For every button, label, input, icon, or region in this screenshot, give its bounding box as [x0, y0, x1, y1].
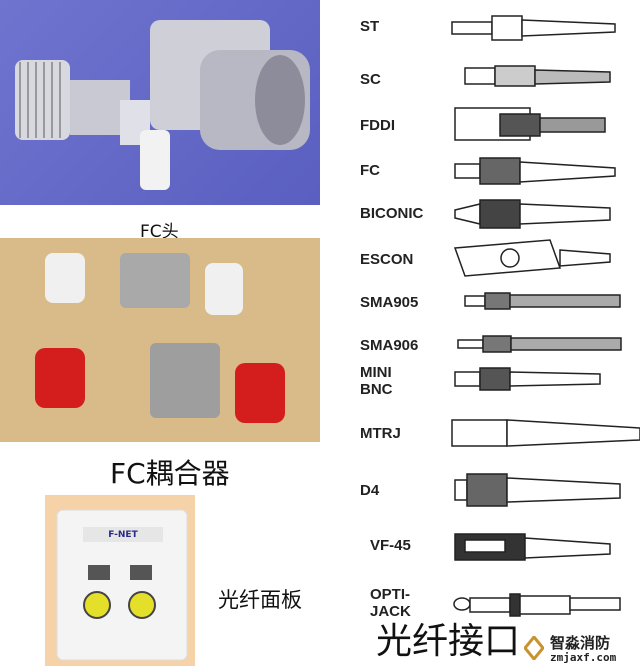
sma905-connector-drawing	[464, 292, 621, 310]
connector-label-fc: FC	[360, 162, 380, 179]
connector-label-opti-jack: OPTI-JACK	[370, 586, 411, 620]
fc-coupler-caption: FC耦合器	[110, 457, 230, 490]
biconic-connector-drawing	[454, 199, 611, 229]
connector-label-sma905: SMA905	[360, 294, 419, 311]
connector-label-biconic: BICONIC	[360, 205, 424, 222]
sma906-connector-drawing	[457, 335, 622, 353]
fddi-connector-drawing	[454, 107, 606, 141]
watermark-brand: 智淼消防	[550, 634, 611, 652]
connector-label-mini-bnc: MINI BNC	[360, 364, 393, 398]
sc-connector-drawing	[464, 65, 611, 87]
vf45-connector-drawing	[454, 533, 611, 561]
connector-label-sma906: SMA906	[360, 337, 419, 354]
escon-connector-drawing	[453, 239, 611, 277]
mini-bnc-connector-drawing	[454, 367, 601, 391]
connector-label-vf45: VF-45	[370, 537, 411, 554]
connector-label-escon: ESCON	[360, 251, 414, 268]
mtrj-connector-drawing	[451, 419, 640, 447]
fiber-panel-photo: F-NET	[45, 495, 195, 666]
d4-connector-drawing	[454, 473, 621, 507]
fiber-panel-caption: 光纤面板	[218, 588, 302, 612]
st-connector-drawing	[451, 15, 616, 41]
fc-head-photo	[0, 0, 320, 205]
fc-head-caption: FC头	[140, 222, 179, 242]
watermark-logo-icon	[524, 636, 544, 660]
connector-label-fddi: FDDI	[360, 117, 395, 134]
fc-coupler-photo	[0, 238, 320, 442]
opti-jack-connector-drawing	[453, 593, 621, 617]
panel-label: F-NET	[108, 530, 138, 540]
connector-drawings	[451, 15, 640, 617]
connector-label-st: ST	[360, 18, 380, 35]
connector-label-sc: SC	[360, 71, 381, 88]
fc-connector-drawing	[454, 157, 616, 185]
page-title: 光纤接口	[376, 621, 521, 662]
watermark-url: zmjaxf.com	[550, 651, 617, 664]
connector-label-d4: D4	[360, 482, 380, 499]
watermark: 智淼消防 zmjaxf.com	[524, 632, 640, 666]
connector-label-mtrj: MTRJ	[360, 425, 401, 442]
